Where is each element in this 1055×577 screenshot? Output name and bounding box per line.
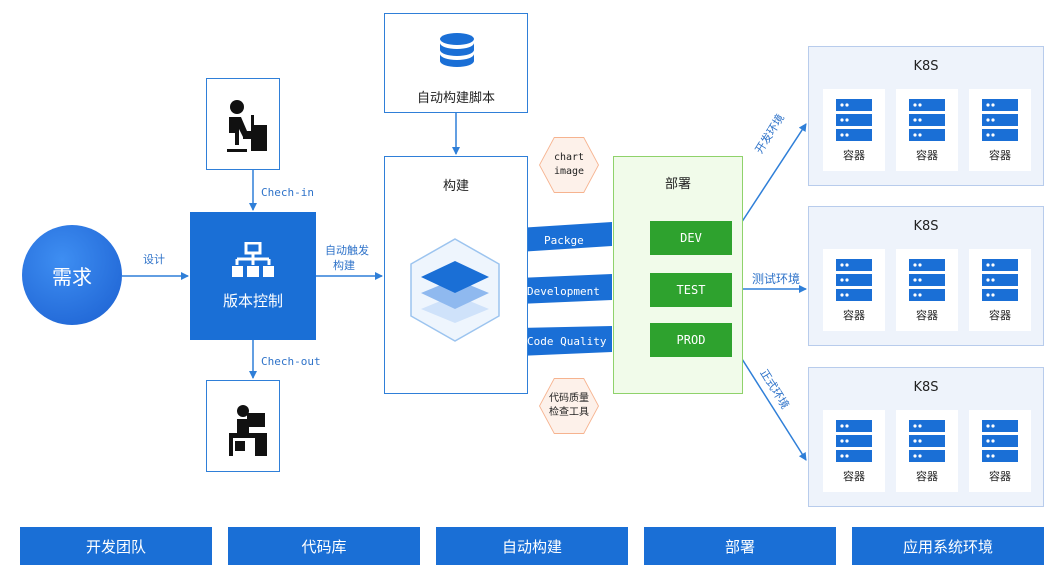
container-label: 容器	[916, 149, 938, 162]
code-quality-tool-hexagon: 代码质量 检查工具	[539, 378, 599, 434]
ribbon-packge	[518, 222, 612, 252]
container-card: 容器	[896, 89, 958, 171]
container-card: 容器	[969, 249, 1031, 331]
deploy-node: 部署 DEV TEST PROD	[613, 156, 743, 394]
checkout-edge-label: Chech-out	[261, 355, 321, 368]
container-label: 容器	[843, 470, 865, 483]
build-node: 构建	[384, 156, 528, 394]
container-card: 容器	[823, 89, 885, 171]
server-icon	[909, 99, 945, 141]
requirement-node: 需求	[22, 225, 122, 325]
container-card: 容器	[969, 410, 1031, 492]
artifact-code-quality: Code Quality	[527, 335, 607, 348]
k8s-title: K8S	[913, 219, 939, 234]
build-script-node: 自动构建脚本	[384, 13, 528, 113]
stage-deploy: 部署	[644, 527, 836, 565]
container-label: 容器	[989, 470, 1011, 483]
dev-team-checkin-box	[206, 78, 280, 170]
container-card: 容器	[969, 89, 1031, 171]
env-prod: PROD	[650, 323, 732, 357]
container-label: 容器	[989, 309, 1011, 322]
stage-dev-team: 开发团队	[20, 527, 212, 565]
person-at-desk-icon	[227, 100, 267, 152]
server-icon	[909, 259, 945, 301]
k8s-title: K8S	[913, 59, 939, 74]
k8s-cluster-prod: K8S 容器 容器 容器	[808, 367, 1044, 507]
env-dev: DEV	[650, 221, 732, 255]
checkin-edge-label: Chech-in	[261, 186, 314, 199]
person-at-computer-icon	[229, 405, 267, 456]
artifact-development: Development	[527, 285, 600, 298]
server-icon	[982, 420, 1018, 462]
container-label: 容器	[989, 149, 1011, 162]
ribbon-development	[518, 274, 612, 304]
container-card: 容器	[896, 249, 958, 331]
version-control-node: 版本控制	[190, 212, 316, 340]
layers-icon	[410, 238, 500, 342]
server-icon	[836, 259, 872, 301]
container-label: 容器	[843, 149, 865, 162]
k8s-cluster-dev: K8S 容器 容器 容器	[808, 46, 1044, 186]
container-card: 容器	[896, 410, 958, 492]
stage-auto-build: 自动构建	[436, 527, 628, 565]
server-icon	[909, 420, 945, 462]
container-card: 容器	[823, 249, 885, 331]
server-icon	[836, 99, 872, 141]
build-label: 构建	[442, 179, 469, 194]
dev-team-checkout-box	[206, 380, 280, 472]
server-icon	[982, 99, 1018, 141]
stage-app-env: 应用系统环境	[852, 527, 1044, 565]
database-icon	[440, 33, 474, 67]
test-env-edge-label: 测试环境	[752, 272, 801, 286]
env-test: TEST	[650, 273, 732, 307]
container-label: 容器	[843, 309, 865, 322]
container-card: 容器	[823, 410, 885, 492]
requirement-label: 需求	[52, 264, 92, 289]
server-icon	[836, 420, 872, 462]
deploy-label: 部署	[664, 177, 691, 192]
sitemap-icon	[232, 241, 274, 277]
design-edge-label: 设计	[143, 253, 165, 266]
build-script-label: 自动构建脚本	[416, 91, 495, 106]
version-control-label: 版本控制	[222, 291, 283, 310]
artifact-packge: Packge	[544, 234, 584, 247]
k8s-cluster-test: K8S 容器 容器 容器	[808, 206, 1044, 346]
server-icon	[982, 259, 1018, 301]
stage-repository: 代码库	[228, 527, 420, 565]
ribbon-code-quality	[518, 326, 612, 356]
container-label: 容器	[916, 470, 938, 483]
auto-trigger-edge-label: 自动触发 构建	[325, 244, 369, 272]
container-label: 容器	[916, 309, 938, 322]
k8s-title: K8S	[913, 380, 939, 395]
